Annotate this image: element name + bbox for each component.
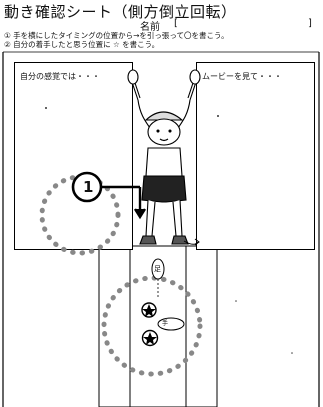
shorts — [141, 175, 187, 203]
name-bracket-close: ] — [308, 18, 312, 29]
speck — [45, 107, 47, 109]
star-mark-1 — [141, 302, 157, 318]
left-shoe — [139, 235, 157, 245]
star-mark-2 — [141, 329, 159, 347]
panel-self-perception: 自分の感覚では・・・ — [14, 62, 133, 250]
head — [147, 118, 181, 146]
panel-movie: ムービーを見て・・・ — [196, 62, 315, 250]
instruction-1: ① 手を横にしたタイミングの位置から→を引っ張って〇を書こう。 — [4, 31, 229, 40]
shirt — [145, 147, 183, 177]
left-hand — [127, 69, 139, 85]
hand-label: 手 — [162, 320, 169, 327]
right-leg — [172, 199, 183, 237]
name-label: 名前 — [140, 22, 160, 33]
name-bracket-open: [ — [174, 18, 178, 29]
left-leg — [145, 199, 156, 237]
speck — [291, 352, 293, 354]
foot-label: 足 — [154, 265, 161, 273]
speck — [235, 300, 237, 302]
panel-label-self: 自分の感覚では・・・ — [20, 72, 100, 81]
arrow-to-figure — [101, 185, 147, 220]
circle-number: 1 — [83, 178, 94, 196]
mat — [98, 245, 218, 407]
right-hand — [189, 69, 201, 85]
instruction-2: ② 自分の着手したと思う位置に ☆ を書こう。 — [4, 40, 160, 49]
speck — [217, 115, 219, 117]
child-figure — [127, 69, 201, 245]
page-title: 動き確認シート（側方倒立回転） — [4, 3, 237, 21]
panel-label-movie: ムービーを見て・・・ — [202, 72, 282, 81]
hand-mark — [157, 317, 185, 331]
dotted-circle-mat — [101, 275, 203, 377]
right-shoe — [171, 235, 189, 245]
